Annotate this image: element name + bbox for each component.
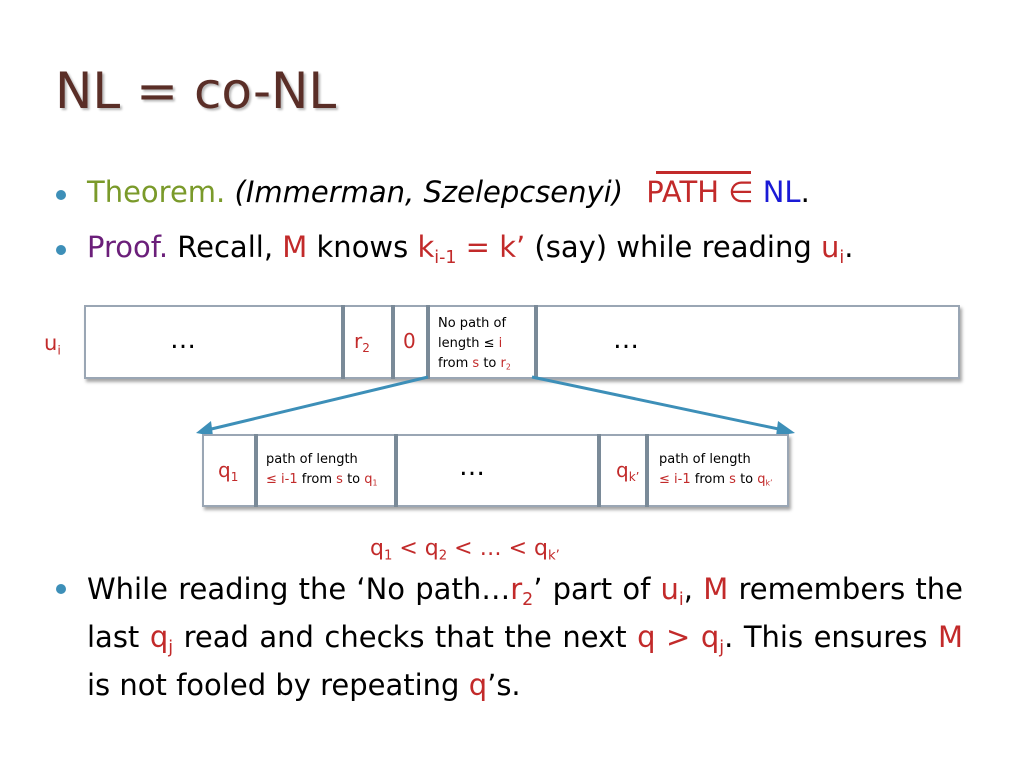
cell-zero: 0 — [403, 329, 416, 353]
proof-line: Proof. Recall, M knows ki-1 = k’ (say) w… — [87, 230, 854, 269]
tape-divider — [426, 305, 430, 379]
proof-text: Recall, — [177, 230, 274, 264]
no-path-cell-line2: length ≤ i — [438, 336, 503, 351]
cell-r2: r2 — [354, 329, 370, 356]
tape-divider — [597, 434, 601, 507]
explanation-paragraph: While reading the ‘No path…r2’ part of u… — [87, 572, 964, 702]
machine-m: M — [282, 230, 308, 264]
theorem-line: Theorem. (Immerman, Szelepcsenyi) PATH ∈… — [87, 178, 810, 207]
path-word: PATH — [646, 175, 720, 209]
zoomed-tape: q1 path of length ≤ i-1 from s to q1 … q… — [202, 434, 789, 507]
tape-divider — [534, 305, 538, 379]
proof-text: knows — [316, 230, 409, 264]
k-prime: = k’ — [465, 230, 526, 264]
element-of-symbol: ∈ — [728, 175, 754, 209]
no-path-cell-line1: No path of — [438, 316, 507, 331]
tape-divider — [391, 305, 395, 379]
proof-text: (say) while reading — [534, 230, 812, 264]
proof-label: Proof. — [87, 230, 169, 264]
ordering-inequality: q1 < q2 < … < qk’ — [370, 536, 560, 564]
input-tape: … r2 0 No path of length ≤ i from s to r… — [84, 305, 960, 379]
ellipsis: … — [459, 452, 489, 482]
path-cell-2-line2: ≤ i-1 from s to qk’ — [659, 472, 773, 488]
path-cell-2-line1: path of length — [659, 452, 751, 467]
u-symbol: ui — [820, 230, 845, 269]
no-path-cell-line3: from s to r2 — [438, 356, 511, 372]
ellipsis: … — [613, 325, 643, 355]
theorem-label: Theorem. — [87, 175, 226, 209]
nl-word: NL — [762, 175, 801, 209]
tape-divider — [341, 305, 345, 379]
path-cell-1-line2: ≤ i-1 from s to q1 — [266, 472, 378, 488]
tape-divider — [394, 434, 398, 507]
path-overline — [656, 171, 751, 174]
ellipsis: … — [170, 325, 200, 355]
arrowhead-left — [196, 421, 213, 436]
slide-title: NL = co-NL — [55, 62, 337, 120]
bullet-dot — [56, 190, 66, 200]
cell-qk: qk’ — [616, 458, 640, 485]
arrowhead-right — [776, 421, 795, 436]
k-symbol: ki-1 — [417, 230, 457, 269]
theorem-period: . — [800, 175, 810, 209]
connector-left — [202, 375, 429, 433]
theorem-attribution: (Immerman, Szelepcsenyi) — [234, 175, 624, 209]
tape-label-u: ui — [44, 331, 61, 358]
tape-divider — [254, 434, 258, 507]
proof-period: . — [844, 230, 854, 264]
path-cell-1-line1: path of length — [266, 452, 358, 467]
bullet-dot — [56, 584, 66, 594]
bullet-dot — [56, 245, 66, 255]
cell-q1: q1 — [218, 458, 239, 485]
tape-divider — [645, 434, 649, 507]
connector-right — [531, 375, 789, 433]
